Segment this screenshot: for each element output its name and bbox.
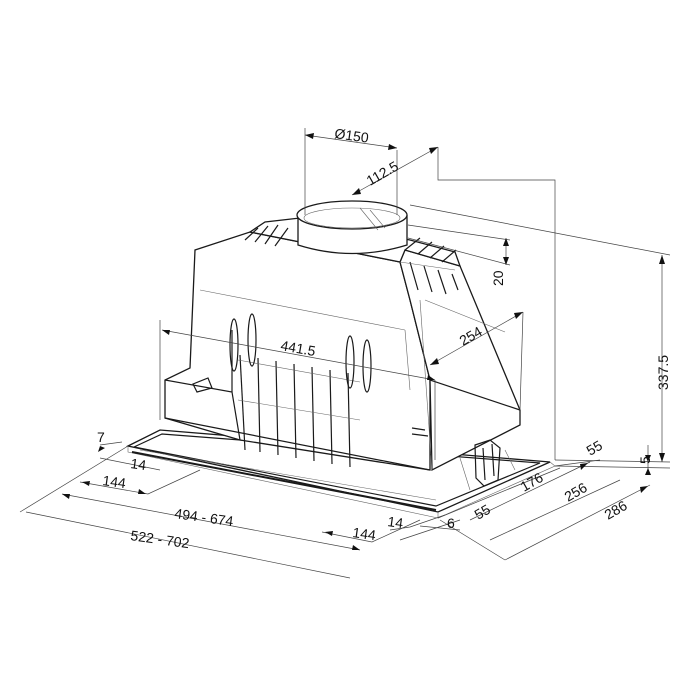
base-flange [126,429,556,519]
dim-width-range-inner: 494 - 674 [174,505,235,529]
dim-right-55-top: 55 [584,437,606,459]
side-slots [229,313,372,393]
dim-left-14: 14 [130,455,148,473]
front-grille [237,354,361,468]
motor-housing [164,217,521,491]
dim-front-144: 144 [352,524,378,543]
dim-duct-diameter: Ø150 [334,125,370,146]
dim-right-55-bottom: 55 [472,501,494,523]
duct-collar [296,200,408,255]
dim-front-14: 14 [387,513,405,531]
dim-flange-thickness: 5 [637,456,653,464]
dim-depth-256: 256 [562,479,590,505]
dim-width-range-outer: 522 - 702 [130,527,191,551]
dimension-labels: Ø150 112.5 20 254 441.5 337.5 5 7 14 144… [97,125,671,551]
dim-top-step: 20 [490,270,506,286]
dim-front-6: 6 [447,515,455,531]
dim-left-edge-7: 7 [97,429,105,445]
dim-depth-286: 286 [602,497,630,523]
top-ribs [244,224,459,295]
dim-left-144: 144 [102,472,128,491]
dim-total-height: 337.5 [655,355,671,390]
dimension-lines [19,128,671,579]
dim-duct-offset: 112.5 [364,158,402,189]
electrical-connector [459,439,516,491]
dim-body-width: 441.5 [279,337,316,359]
